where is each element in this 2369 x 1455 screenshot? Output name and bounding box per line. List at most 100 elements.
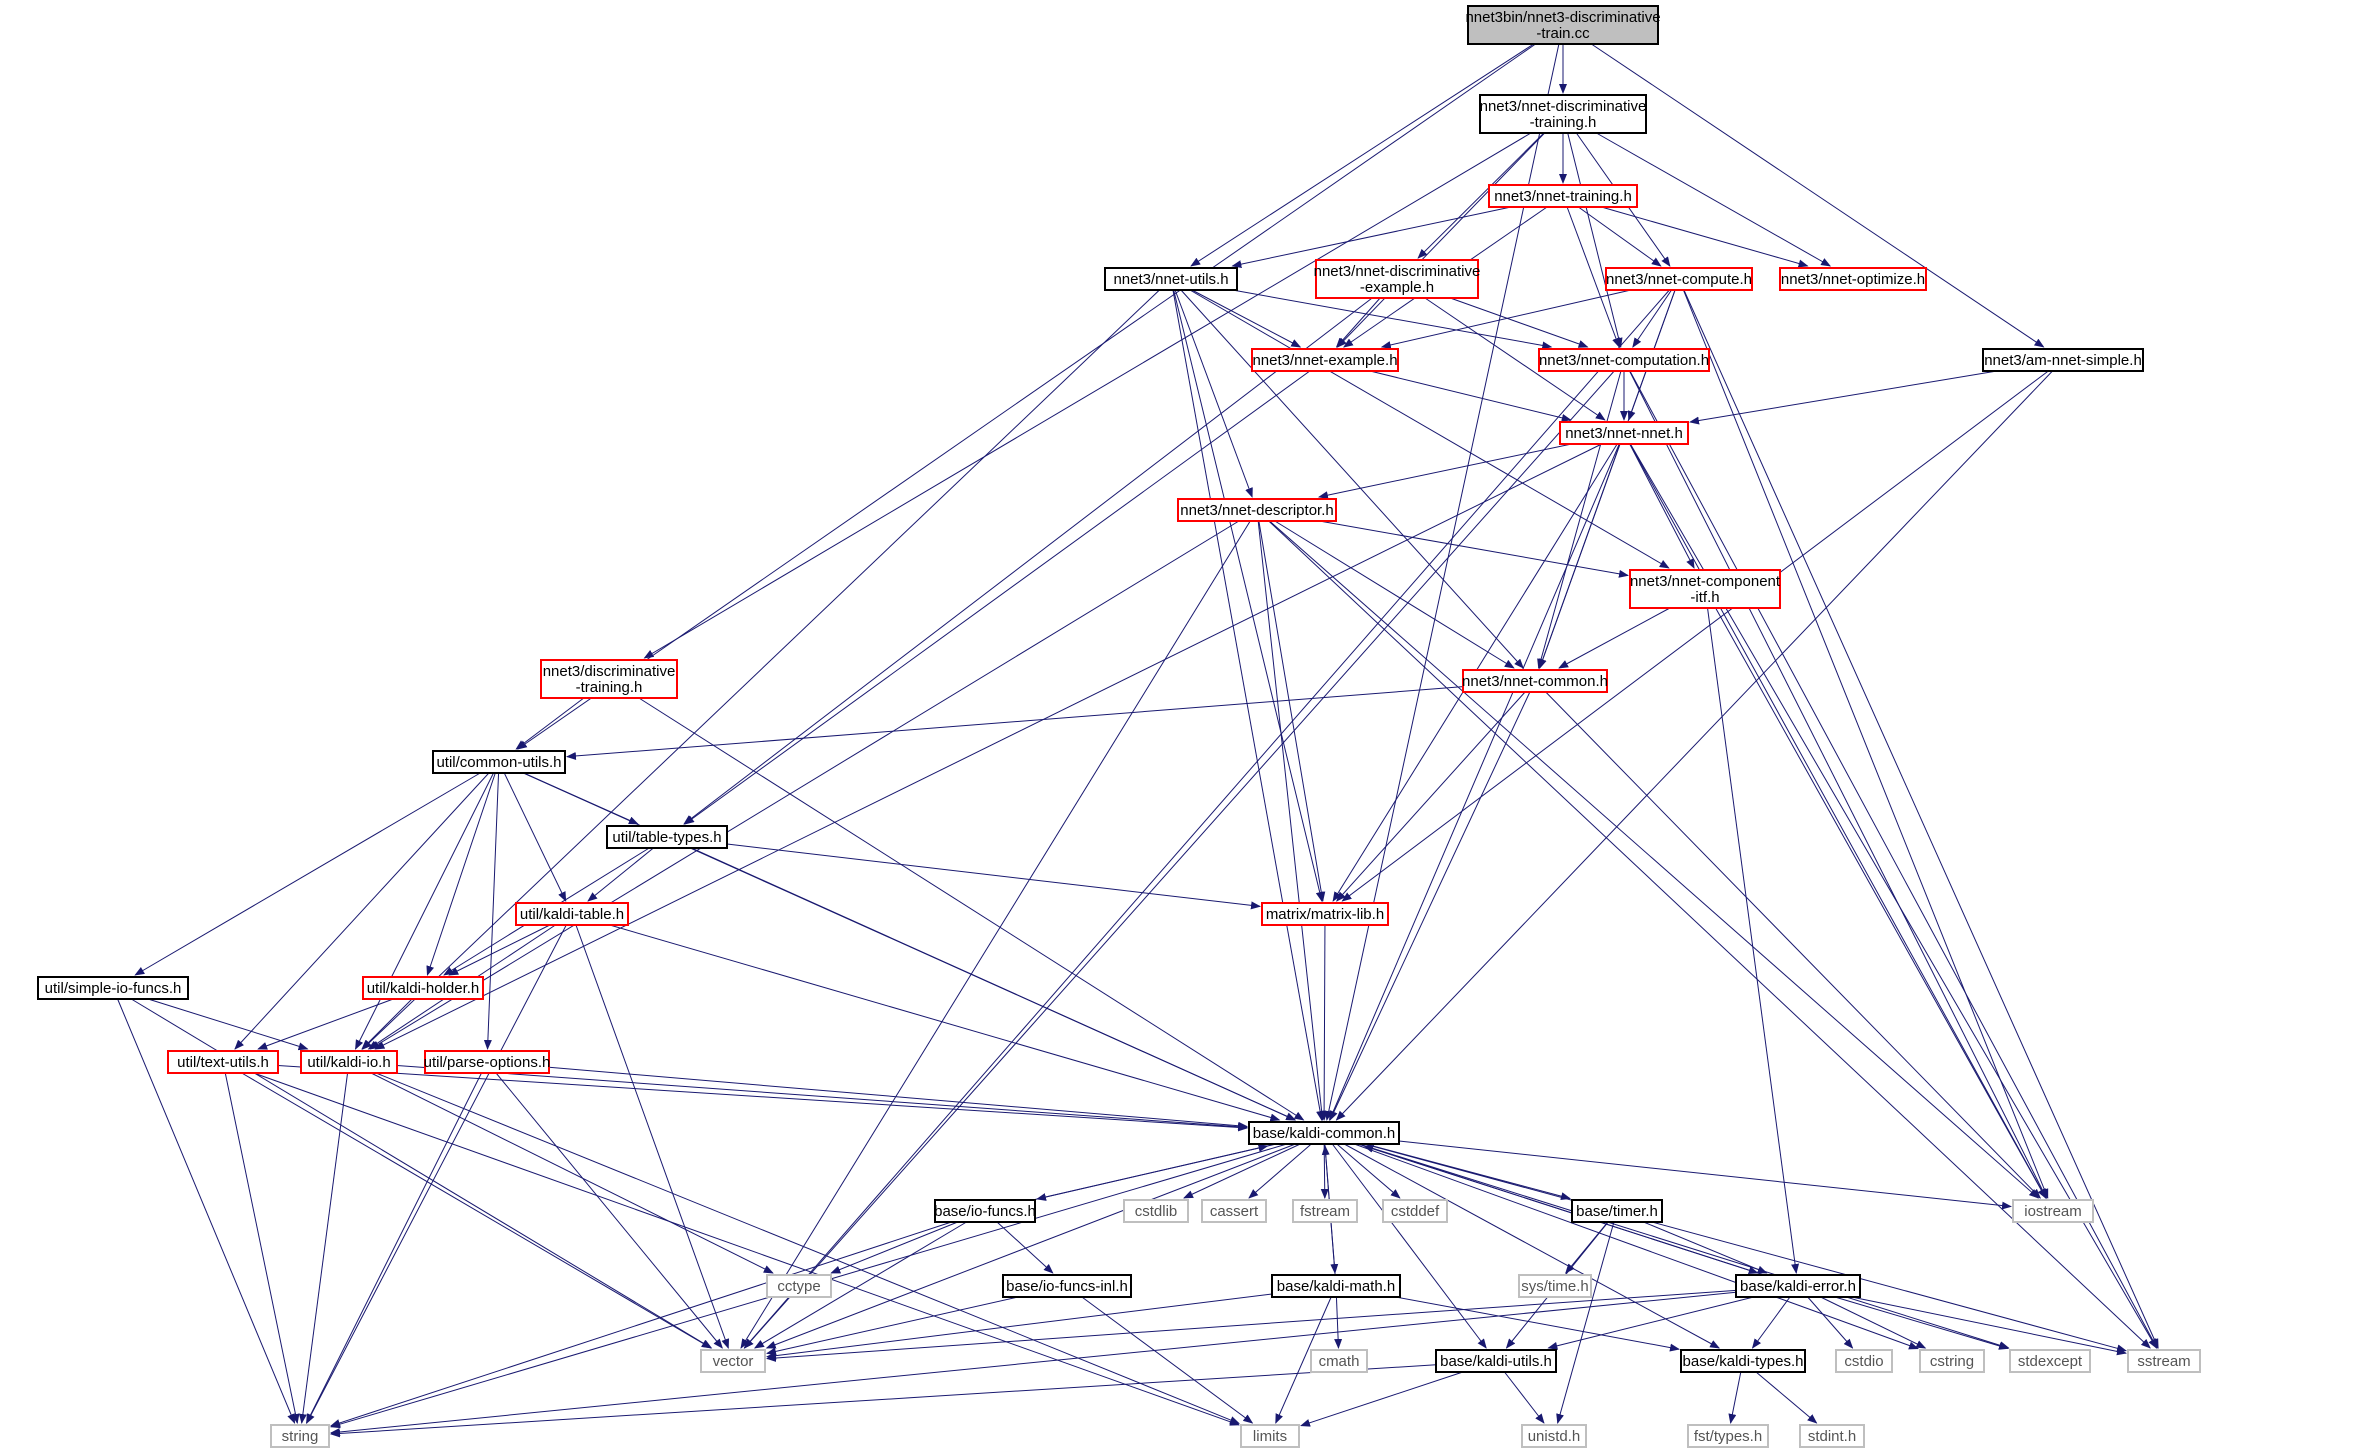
node-dtraining[interactable]: nnet3/discriminative-training.h xyxy=(540,659,678,699)
node-box xyxy=(1261,902,1389,926)
edge-ndtraining-to-ncomputation xyxy=(1567,132,1623,348)
node-label: util/common-utils.h xyxy=(436,754,561,771)
node-box xyxy=(1629,569,1781,609)
node-box xyxy=(1271,1274,1401,1298)
edge-kerror-to-kutils xyxy=(1547,1296,1754,1350)
node-ncommon[interactable]: nnet3/nnet-common.h xyxy=(1462,669,1608,693)
node-parseopts[interactable]: util/parse-options.h xyxy=(424,1050,551,1074)
edge-kcommon-to-cassert xyxy=(1248,1143,1312,1199)
node-nutils[interactable]: nnet3/nnet-utils.h xyxy=(1104,267,1238,291)
node-ntraining[interactable]: nnet3/nnet-training.h xyxy=(1488,184,1638,208)
node-layer: nnet3bin/nnet3-discriminative-train.cc nn… xyxy=(37,5,2201,1448)
edge-parseopts-to-kcommon xyxy=(548,1066,1248,1130)
node-iofuncs[interactable]: base/io-funcs.h xyxy=(934,1199,1036,1223)
node-kutils[interactable]: base/kaldi-utils.h xyxy=(1435,1349,1557,1373)
edge-nexample-to-tabletypes xyxy=(684,370,1311,825)
node-ndexample[interactable]: nnet3/nnet-discriminative-example.h xyxy=(1314,259,1481,299)
node-label: nnet3/nnet-discriminative xyxy=(1314,263,1481,280)
edge-iofuncs-to-string xyxy=(330,1221,952,1427)
node-cstddef: cstddef xyxy=(1382,1199,1448,1223)
node-label: util/table-types.h xyxy=(612,829,721,846)
edge-iofuncs-to-kcommon xyxy=(1032,1144,1269,1201)
edge-kcommon-to-vector xyxy=(765,1143,1296,1349)
edge-ncommon-to-commonutils xyxy=(566,686,1464,760)
edge-kaldtable-to-holder xyxy=(448,924,551,976)
edge-amsimple-to-matrixlib xyxy=(1341,370,2049,902)
node-label: base/timer.h xyxy=(1576,1203,1658,1220)
edge-ndexample-to-tabletypes xyxy=(683,297,1373,825)
edge-nutils-to-ncommon xyxy=(1180,289,1524,669)
node-box xyxy=(1123,1199,1189,1223)
edge-nnnet-to-ndescriptor xyxy=(1317,443,1572,500)
node-amsimple[interactable]: nnet3/am-nnet-simple.h xyxy=(1982,348,2144,372)
node-kaldiio[interactable]: util/kaldi-io.h xyxy=(300,1050,398,1074)
edge-ncompute-to-sstream xyxy=(1683,289,2159,1349)
node-box xyxy=(1571,1199,1663,1223)
node-cstring: cstring xyxy=(1919,1349,1985,1373)
edge-kaldiio-to-limits xyxy=(375,1072,1240,1424)
edge-ktypes-to-stdint xyxy=(1755,1371,1818,1424)
edge-holder-to-textutils xyxy=(257,998,394,1050)
node-label: base/kaldi-common.h xyxy=(1253,1125,1396,1142)
node-label: util/kaldi-holder.h xyxy=(367,980,480,997)
node-ncomponent[interactable]: nnet3/nnet-component-itf.h xyxy=(1629,569,1781,609)
node-box xyxy=(1248,1121,1400,1145)
node-box xyxy=(1240,1424,1300,1448)
node-nexample[interactable]: nnet3/nnet-example.h xyxy=(1251,348,1399,372)
node-timer[interactable]: base/timer.h xyxy=(1571,1199,1663,1223)
node-ktypes[interactable]: base/kaldi-types.h xyxy=(1680,1349,1806,1373)
edge-ndexample-to-nexample xyxy=(1335,297,1381,348)
node-box xyxy=(1292,1199,1358,1223)
node-box xyxy=(1680,1349,1806,1373)
node-label: sys/time.h xyxy=(1521,1278,1589,1295)
node-textutils[interactable]: util/text-utils.h xyxy=(167,1050,279,1074)
node-holder[interactable]: util/kaldi-holder.h xyxy=(362,976,484,1000)
edge-iofuncs-to-iofuncsinl xyxy=(996,1221,1054,1274)
edge-amsimple-to-kcommon xyxy=(1335,370,2053,1121)
edge-kerror-to-cstdio xyxy=(1807,1296,1854,1349)
node-ncomputation[interactable]: nnet3/nnet-computation.h xyxy=(1538,348,1710,372)
node-label: cstdlib xyxy=(1135,1203,1178,1220)
edge-kmath-to-ktypes xyxy=(1395,1296,1680,1352)
node-label: nnet3/nnet-example.h xyxy=(1252,352,1397,369)
node-root[interactable]: nnet3bin/nnet3-discriminative-train.cc xyxy=(1465,5,1661,45)
edge-ndtraining-to-noptimize xyxy=(1596,132,1832,267)
node-simpleio[interactable]: util/simple-io-funcs.h xyxy=(37,976,189,1000)
node-label: fstream xyxy=(1300,1203,1350,1220)
edge-kerror-to-kcommon xyxy=(1363,1144,1765,1276)
node-box xyxy=(1605,267,1753,291)
node-kmath[interactable]: base/kaldi-math.h xyxy=(1271,1274,1401,1298)
node-commonutils[interactable]: util/common-utils.h xyxy=(432,750,566,774)
node-ndescriptor[interactable]: nnet3/nnet-descriptor.h xyxy=(1177,498,1337,522)
node-ndtraining[interactable]: nnet3/nnet-discriminative-training.h xyxy=(1479,94,1647,134)
node-label: nnet3/discriminative xyxy=(543,663,676,680)
node-tabletypes[interactable]: util/table-types.h xyxy=(606,825,728,849)
edge-iofuncsinl-to-vector xyxy=(766,1296,1019,1356)
node-iofuncsinl[interactable]: base/io-funcs-inl.h xyxy=(1002,1274,1132,1298)
edge-kcommon-to-sstream xyxy=(1364,1143,2127,1353)
node-noptimize[interactable]: nnet3/nnet-optimize.h xyxy=(1779,267,1927,291)
edge-kerror-to-vector xyxy=(766,1289,1737,1362)
node-nnnet[interactable]: nnet3/nnet-nnet.h xyxy=(1559,421,1689,445)
node-limits: limits xyxy=(1240,1424,1300,1448)
node-label: nnet3/nnet-descriptor.h xyxy=(1180,502,1333,519)
node-vector: vector xyxy=(700,1349,766,1373)
node-kerror[interactable]: base/kaldi-error.h xyxy=(1735,1274,1861,1298)
node-kaldtable[interactable]: util/kaldi-table.h xyxy=(515,902,629,926)
node-ncompute[interactable]: nnet3/nnet-compute.h xyxy=(1605,267,1753,291)
edge-simpleio-to-string xyxy=(117,998,296,1424)
edge-ncomponent-to-kerror xyxy=(1707,607,1800,1274)
edge-nutils-to-ncomputation xyxy=(1232,289,1553,350)
node-box xyxy=(934,1199,1036,1223)
edge-kaldiio-to-kcommon xyxy=(396,1064,1248,1131)
edge-ndtraining-to-dtraining xyxy=(643,132,1532,659)
edge-timer-to-unistd xyxy=(1556,1221,1615,1424)
node-label: cctype xyxy=(777,1278,820,1295)
node-kcommon[interactable]: base/kaldi-common.h xyxy=(1248,1121,1400,1145)
node-box xyxy=(540,659,678,699)
edge-layer xyxy=(117,43,2159,1438)
node-box xyxy=(1538,348,1710,372)
edge-ndexample-to-nnnet xyxy=(1424,297,1606,421)
node-matrixlib[interactable]: matrix/matrix-lib.h xyxy=(1261,902,1389,926)
